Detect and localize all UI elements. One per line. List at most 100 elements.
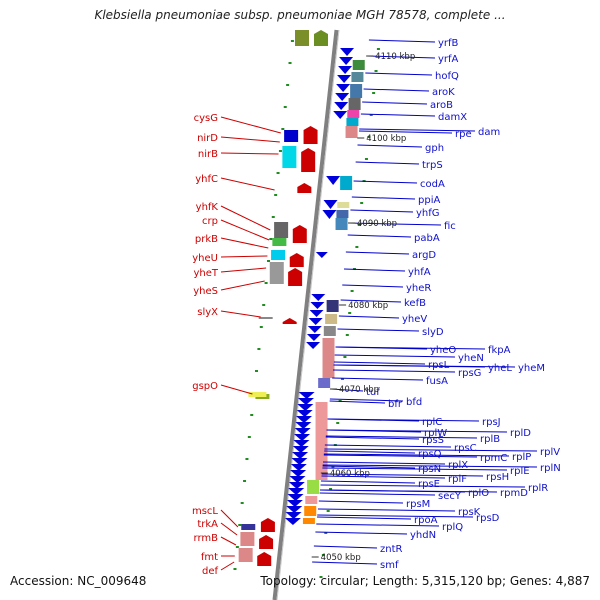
- reverse-gene-block: [315, 402, 328, 480]
- gene-marker: [258, 317, 273, 319]
- reverse-gene-arrow: [307, 326, 322, 333]
- gene-label-right: secY: [438, 491, 462, 502]
- reverse-gene-arrow: [295, 422, 312, 429]
- gene-label-right: pabA: [414, 233, 440, 244]
- forward-gene-block: [274, 222, 289, 238]
- reverse-gene-arrow: [298, 392, 315, 399]
- gene-label-right: yhfG: [416, 208, 440, 219]
- gene-label-right: rplE: [510, 466, 530, 477]
- reverse-gene-arrow: [336, 84, 351, 92]
- forward-gene-arrow: [282, 318, 297, 324]
- gene-label-right: gph: [425, 143, 444, 154]
- gene-label-left: cysG: [194, 113, 218, 124]
- gene-label-right: kefB: [404, 298, 426, 309]
- reverse-gene-arrow: [290, 464, 307, 471]
- label-connector: [315, 531, 408, 535]
- tick-mark: [245, 458, 249, 460]
- gene-label-right: trpS: [422, 160, 443, 171]
- label-connector: [220, 205, 271, 231]
- label-connector: [333, 364, 516, 368]
- forward-gene-block: [282, 146, 297, 168]
- gene-label-right: yheO: [430, 345, 456, 356]
- tick-mark: [331, 466, 335, 468]
- tick-mark: [278, 150, 282, 152]
- reverse-gene-block: [325, 314, 338, 324]
- reverse-gene-arrow: [284, 518, 301, 525]
- gene-label-right: smf: [380, 560, 399, 571]
- tick-mark: [321, 554, 325, 556]
- gene-label-right: aroK: [432, 87, 455, 98]
- reverse-gene-arrow: [291, 458, 308, 465]
- tick-mark: [357, 224, 361, 226]
- tick-mark: [233, 568, 237, 570]
- label-connector: [337, 328, 420, 332]
- reverse-gene-block: [302, 518, 315, 524]
- reverse-gene-arrow: [286, 506, 303, 513]
- gene-label-right: slyD: [422, 327, 444, 338]
- label-connector: [353, 180, 418, 184]
- tick-mark: [257, 348, 261, 350]
- reverse-gene-block: [345, 126, 358, 138]
- label-connector: [357, 144, 423, 148]
- reverse-gene-arrow: [297, 404, 314, 411]
- tick-mark: [276, 172, 280, 174]
- tick-mark: [281, 128, 285, 130]
- gene-label-right: rpsN: [418, 464, 441, 475]
- reverse-gene-block: [307, 480, 320, 494]
- gene-label-right: yhdN: [410, 530, 436, 541]
- gene-label-left: crp: [202, 216, 218, 227]
- label-connector: [333, 361, 426, 365]
- gene-label-right: yheM: [518, 363, 545, 374]
- reverse-gene-arrow: [335, 93, 350, 101]
- tick-mark: [247, 436, 251, 438]
- gene-label-right: fic: [444, 221, 456, 232]
- forward-gene-arrow: [292, 225, 307, 243]
- tick-mark: [250, 414, 254, 416]
- label-connector: [322, 467, 508, 471]
- reverse-gene-block: [336, 210, 349, 218]
- tick-mark: [364, 158, 368, 160]
- forward-gene-arrow: [314, 30, 328, 46]
- gene-label-right: yheN: [458, 353, 484, 364]
- gene-label-right: rplX: [448, 460, 468, 471]
- label-connector: [317, 508, 456, 512]
- label-connector: [318, 500, 404, 504]
- kbp-label: 4070 kbp: [339, 385, 379, 395]
- reverse-gene-block: [305, 496, 318, 504]
- label-connector: [322, 465, 416, 469]
- gene-label-right: tuf: [366, 387, 380, 398]
- backbone-line: [272, 29, 339, 600]
- reverse-gene-arrow: [296, 416, 313, 423]
- label-connector: [220, 310, 261, 318]
- label-connector: [351, 196, 416, 200]
- gene-label-right: aroB: [430, 100, 453, 111]
- gene-label-right: rpsG: [458, 368, 481, 379]
- tick-mark: [329, 488, 333, 490]
- label-connector: [220, 267, 267, 273]
- reverse-gene-block: [304, 506, 317, 516]
- topology-summary: Topology: circular; Length: 5,315,120 bp…: [260, 574, 590, 588]
- reverse-gene-block: [326, 300, 339, 312]
- kbp-label: 4090 kbp: [357, 219, 397, 229]
- label-connector: [355, 161, 420, 165]
- tick-mark: [240, 502, 244, 504]
- tick-mark: [336, 422, 340, 424]
- reverse-gene-arrow: [292, 446, 309, 453]
- reverse-gene-block: [348, 98, 361, 110]
- gene-label-right: yheV: [402, 314, 427, 325]
- label-connector: [368, 39, 436, 43]
- reverse-gene-arrow: [323, 200, 338, 209]
- reverse-gene-arrow: [297, 398, 314, 405]
- gene-label-left: yheT: [193, 268, 218, 279]
- label-connector: [220, 136, 280, 143]
- tick-mark: [374, 70, 378, 72]
- map-title: Klebsiella pneumoniae subsp. pneumoniae …: [94, 8, 506, 22]
- gene-label-left: yheS: [193, 286, 218, 297]
- reverse-gene-arrow: [290, 470, 307, 477]
- label-connector: [367, 55, 436, 59]
- gene-label-right: damX: [438, 112, 467, 123]
- label-connector: [220, 152, 279, 155]
- tick-mark: [235, 546, 239, 548]
- tick-mark: [324, 532, 328, 534]
- tick-mark: [367, 136, 371, 138]
